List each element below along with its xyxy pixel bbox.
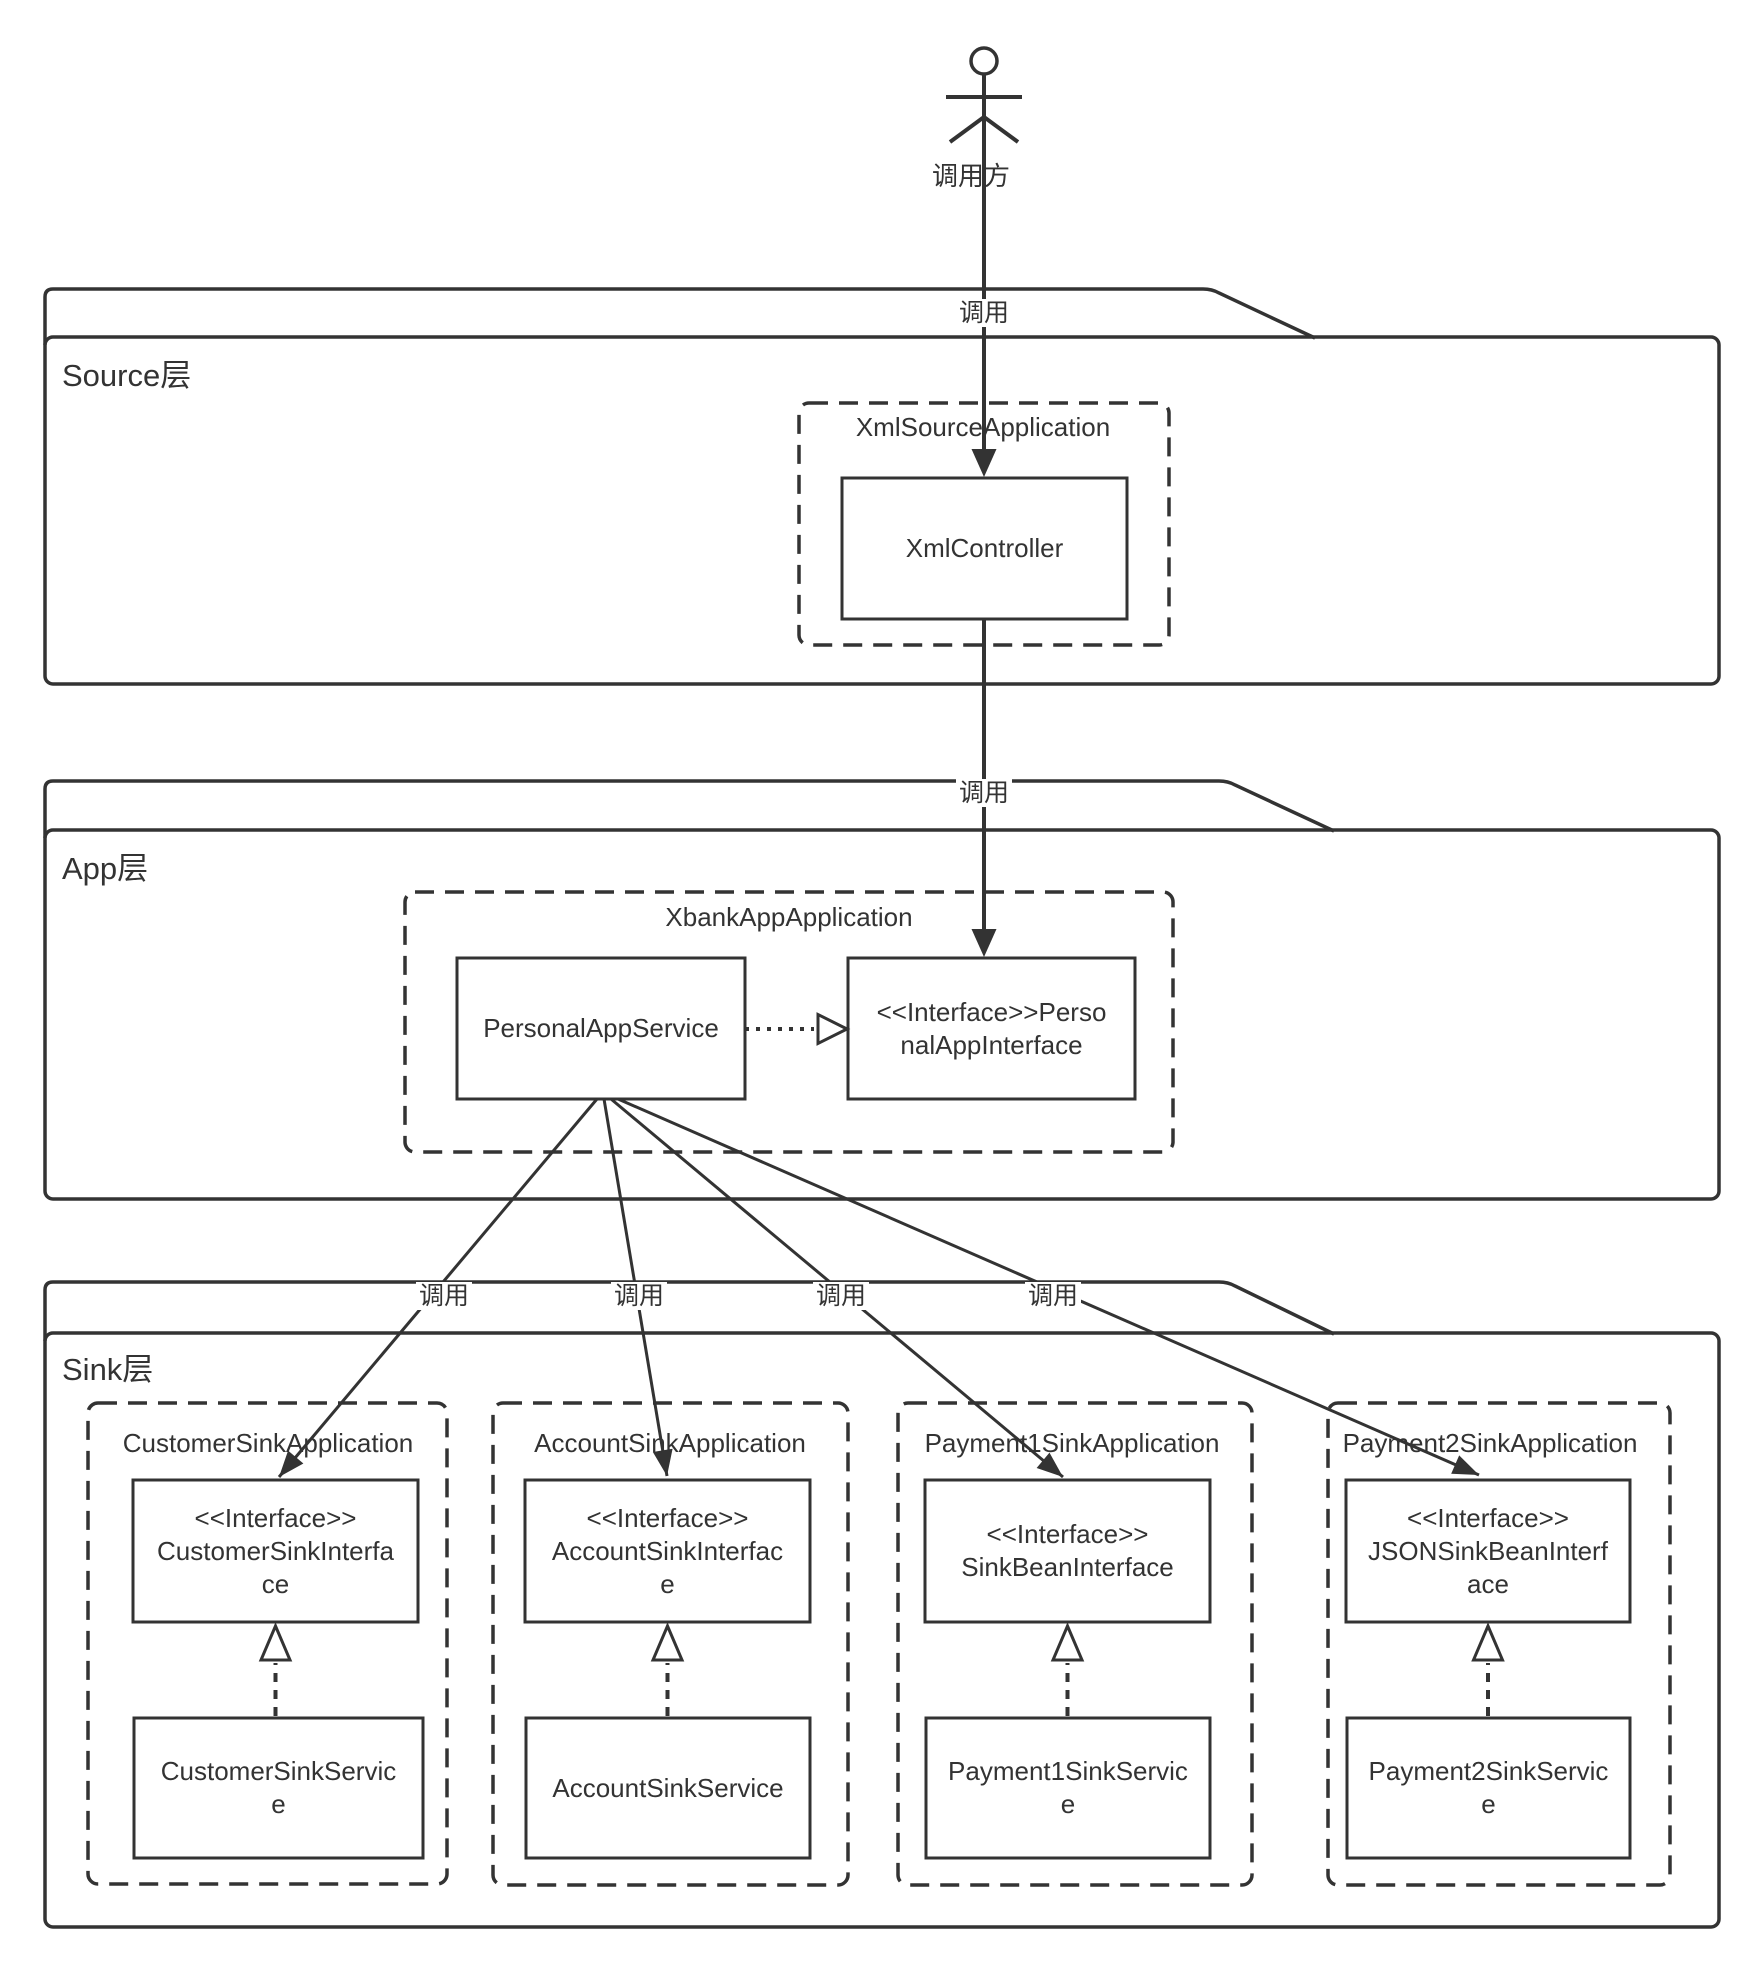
hollow-triangle-icon: [816, 1012, 851, 1046]
xbankapp-application-name: XbankAppApplication: [665, 902, 913, 932]
customersinkservice-box: [132, 1716, 425, 1860]
accountsinkservice-box: [524, 1716, 812, 1860]
sinkbeaninterface-label: <<Interface>> SinkBeanInterface: [961, 1519, 1174, 1582]
payment2sink-application-boundary: [1326, 1401, 1672, 1887]
payment1sinkservice-label: Payment1SinkServic e: [948, 1756, 1188, 1819]
xmlcontroller-box: [840, 476, 1129, 621]
accountsink-application-boundary: [491, 1401, 850, 1887]
arrowhead-icon: [971, 929, 997, 957]
payment1sink-application-boundary: [896, 1401, 1254, 1887]
actor-leg-left: [948, 115, 986, 144]
personalappinterface-label: <<Interface>>Perso nalAppInterface: [876, 996, 1107, 1060]
actor-head: [969, 46, 999, 76]
hollow-triangle-icon: [1050, 1622, 1085, 1662]
call-edge-label-sink-1: 调用: [415, 1282, 473, 1310]
payment2sinkservice-box: [1345, 1716, 1632, 1860]
source-layer-title: Source层: [62, 358, 192, 393]
xmlsource-application-name: XmlSourceApplication: [855, 412, 1111, 442]
call-edge-label-source: 调用: [955, 299, 1013, 327]
app-layer-package: [43, 779, 1721, 1201]
accountsinkinterface-box: [523, 1478, 812, 1624]
jsonsinkbeaninterface-box: [1344, 1478, 1632, 1624]
accountsinkservice-label: AccountSinkService: [552, 1772, 784, 1803]
app-package-body: [43, 828, 1721, 1201]
payment2sinkservice-label: Payment2SinkServic e: [1368, 1756, 1609, 1819]
actor-label: 调用方: [931, 161, 1011, 191]
hollow-triangle-icon: [650, 1622, 685, 1662]
customersink-application-name: CustomerSinkApplication: [122, 1428, 414, 1458]
hollow-triangle-icon: [1471, 1622, 1505, 1662]
personalappinterface-box: [846, 956, 1137, 1101]
payment2sink-application-name: Payment2SinkApplication: [1342, 1428, 1638, 1458]
arrowhead-icon: [971, 449, 997, 477]
personalappservice-label: PersonalAppService: [483, 1013, 719, 1043]
payment1sink-application-name: Payment1SinkApplication: [924, 1428, 1220, 1458]
source-package-tab: [43, 287, 1316, 345]
sink-package-body: [43, 1331, 1721, 1929]
customersinkinterface-box: [131, 1478, 420, 1624]
actor-leg-right: [982, 115, 1020, 144]
sink-layer-title: Sink层: [62, 1352, 154, 1387]
call-arrow-actor-to-controller: [971, 74, 997, 477]
personalappservice-box: [455, 956, 747, 1101]
source-package-body: [43, 335, 1721, 686]
accountsinkinterface-label: <<Interface>> AccountSinkInterfac e: [551, 1502, 784, 1599]
call-edge-label-sink-3: 调用: [812, 1282, 870, 1310]
actor-figure: [946, 46, 1022, 144]
call-edge-label-sink-4: 调用: [1024, 1282, 1082, 1310]
xmlcontroller-label: XmlController: [905, 533, 1064, 563]
call-edge-label-app: 调用: [955, 779, 1013, 807]
sinkbeaninterface-box: [923, 1478, 1212, 1624]
xbankapp-application-boundary: [403, 890, 1175, 1154]
payment1sinkservice-box: [924, 1716, 1212, 1860]
customersinkinterface-label: <<Interface>> CustomerSinkInterfa ce: [157, 1502, 394, 1599]
customersinkservice-label: CustomerSinkServic e: [160, 1756, 397, 1819]
app-package-tab: [43, 779, 1335, 838]
customersink-application-boundary: [86, 1401, 449, 1886]
application-boundaries: [86, 401, 1672, 1887]
generalization-arrows: [258, 1622, 1505, 1716]
app-layer-title: App层: [62, 851, 149, 886]
call-edge-label-sink-2: 调用: [610, 1282, 668, 1310]
class-boxes: [131, 476, 1632, 1860]
realization-service-to-interface: [745, 1012, 851, 1046]
jsonsinkbeaninterface-label: <<Interface>> JSONSinkBeanInterf ace: [1368, 1502, 1608, 1599]
hollow-triangle-icon: [258, 1622, 293, 1662]
call-arrow-controller-to-interface: [971, 619, 997, 957]
accountsink-application-name: AccountSinkApplication: [534, 1428, 806, 1458]
source-layer-package: [43, 287, 1721, 686]
